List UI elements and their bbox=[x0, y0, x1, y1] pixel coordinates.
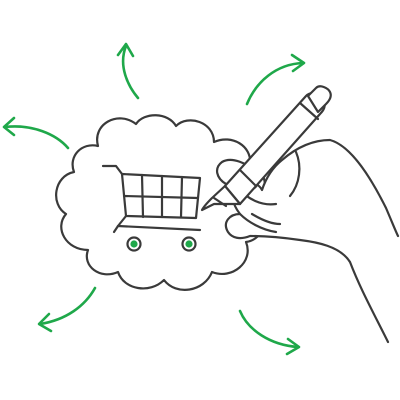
curved-arrows bbox=[2, 42, 306, 356]
curved-arrow-icon-left bbox=[2, 116, 70, 150]
curved-arrow-icon-bottom-right bbox=[238, 309, 301, 356]
curved-arrow-icon-top-right bbox=[245, 53, 306, 106]
curved-arrow-icon-top bbox=[116, 42, 140, 100]
cart-wheel-left-hub bbox=[130, 240, 138, 248]
marker-pen-icon bbox=[200, 85, 332, 212]
curved-arrow-icon-bottom-left bbox=[37, 286, 97, 333]
cart-wheel-right-hub bbox=[185, 240, 193, 248]
shopping-cart-icon bbox=[101, 164, 202, 252]
cloud-icon bbox=[55, 114, 267, 291]
